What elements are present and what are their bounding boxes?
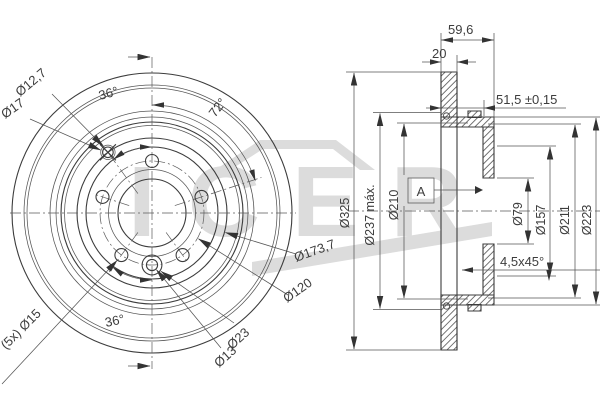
width-dimensions [422,37,600,281]
watermark-chevron-top [212,140,375,172]
dim-label-overall-width: 59,6 [448,22,473,37]
dim-label-chamfer: 4,5x45° [500,254,544,269]
dim-label-hat-diameter: Ø210 [387,190,401,221]
dim-label-pin-outer: Ø17 [0,95,27,121]
section-cut-arrows [128,53,151,370]
dim-label-max-diameter: Ø237 máx. [363,184,377,245]
dim-label-bore-diameter: Ø79 [511,202,525,226]
dim-label-mounting-depth: 51,5 ±0,15 [496,92,557,107]
angle-label-top: 36° [97,83,120,103]
section-labels: 59,6 20 51,5 ±0,15 4,5x45° Ø325 Ø237 máx… [338,22,594,269]
dim-label-outer-diameter: Ø325 [338,198,352,229]
front-leader-lines [1,93,297,385]
dim-label-pin-inner: Ø12,7 [12,65,49,99]
pin-hole [99,143,117,161]
section-profile [440,71,495,351]
locating-hole [141,254,163,276]
dim-label-flange-diameter: Ø157 [534,205,548,236]
watermark-text: ICER [128,146,495,258]
front-centerlines [10,57,296,369]
watermark-band-bottom [252,222,492,276]
section-view: A [338,22,600,351]
diameter-dimension-lines [350,72,600,350]
angle-label-bottom: 36° [104,311,126,330]
dim-label-disc-thickness: 20 [432,46,446,61]
dim-label-bolt-holes: (5x) Ø15 [0,306,44,352]
bolt-holes [95,153,209,263]
dim-label-band-edge-diameter: Ø223 [580,205,594,236]
datum-label: A [417,184,426,199]
dim-label-inner-band-diameter: Ø211 [558,205,572,235]
extension-lines [346,33,600,351]
dim-label-bolt-circle: Ø120 [280,275,315,306]
datum-a: A [407,177,483,204]
